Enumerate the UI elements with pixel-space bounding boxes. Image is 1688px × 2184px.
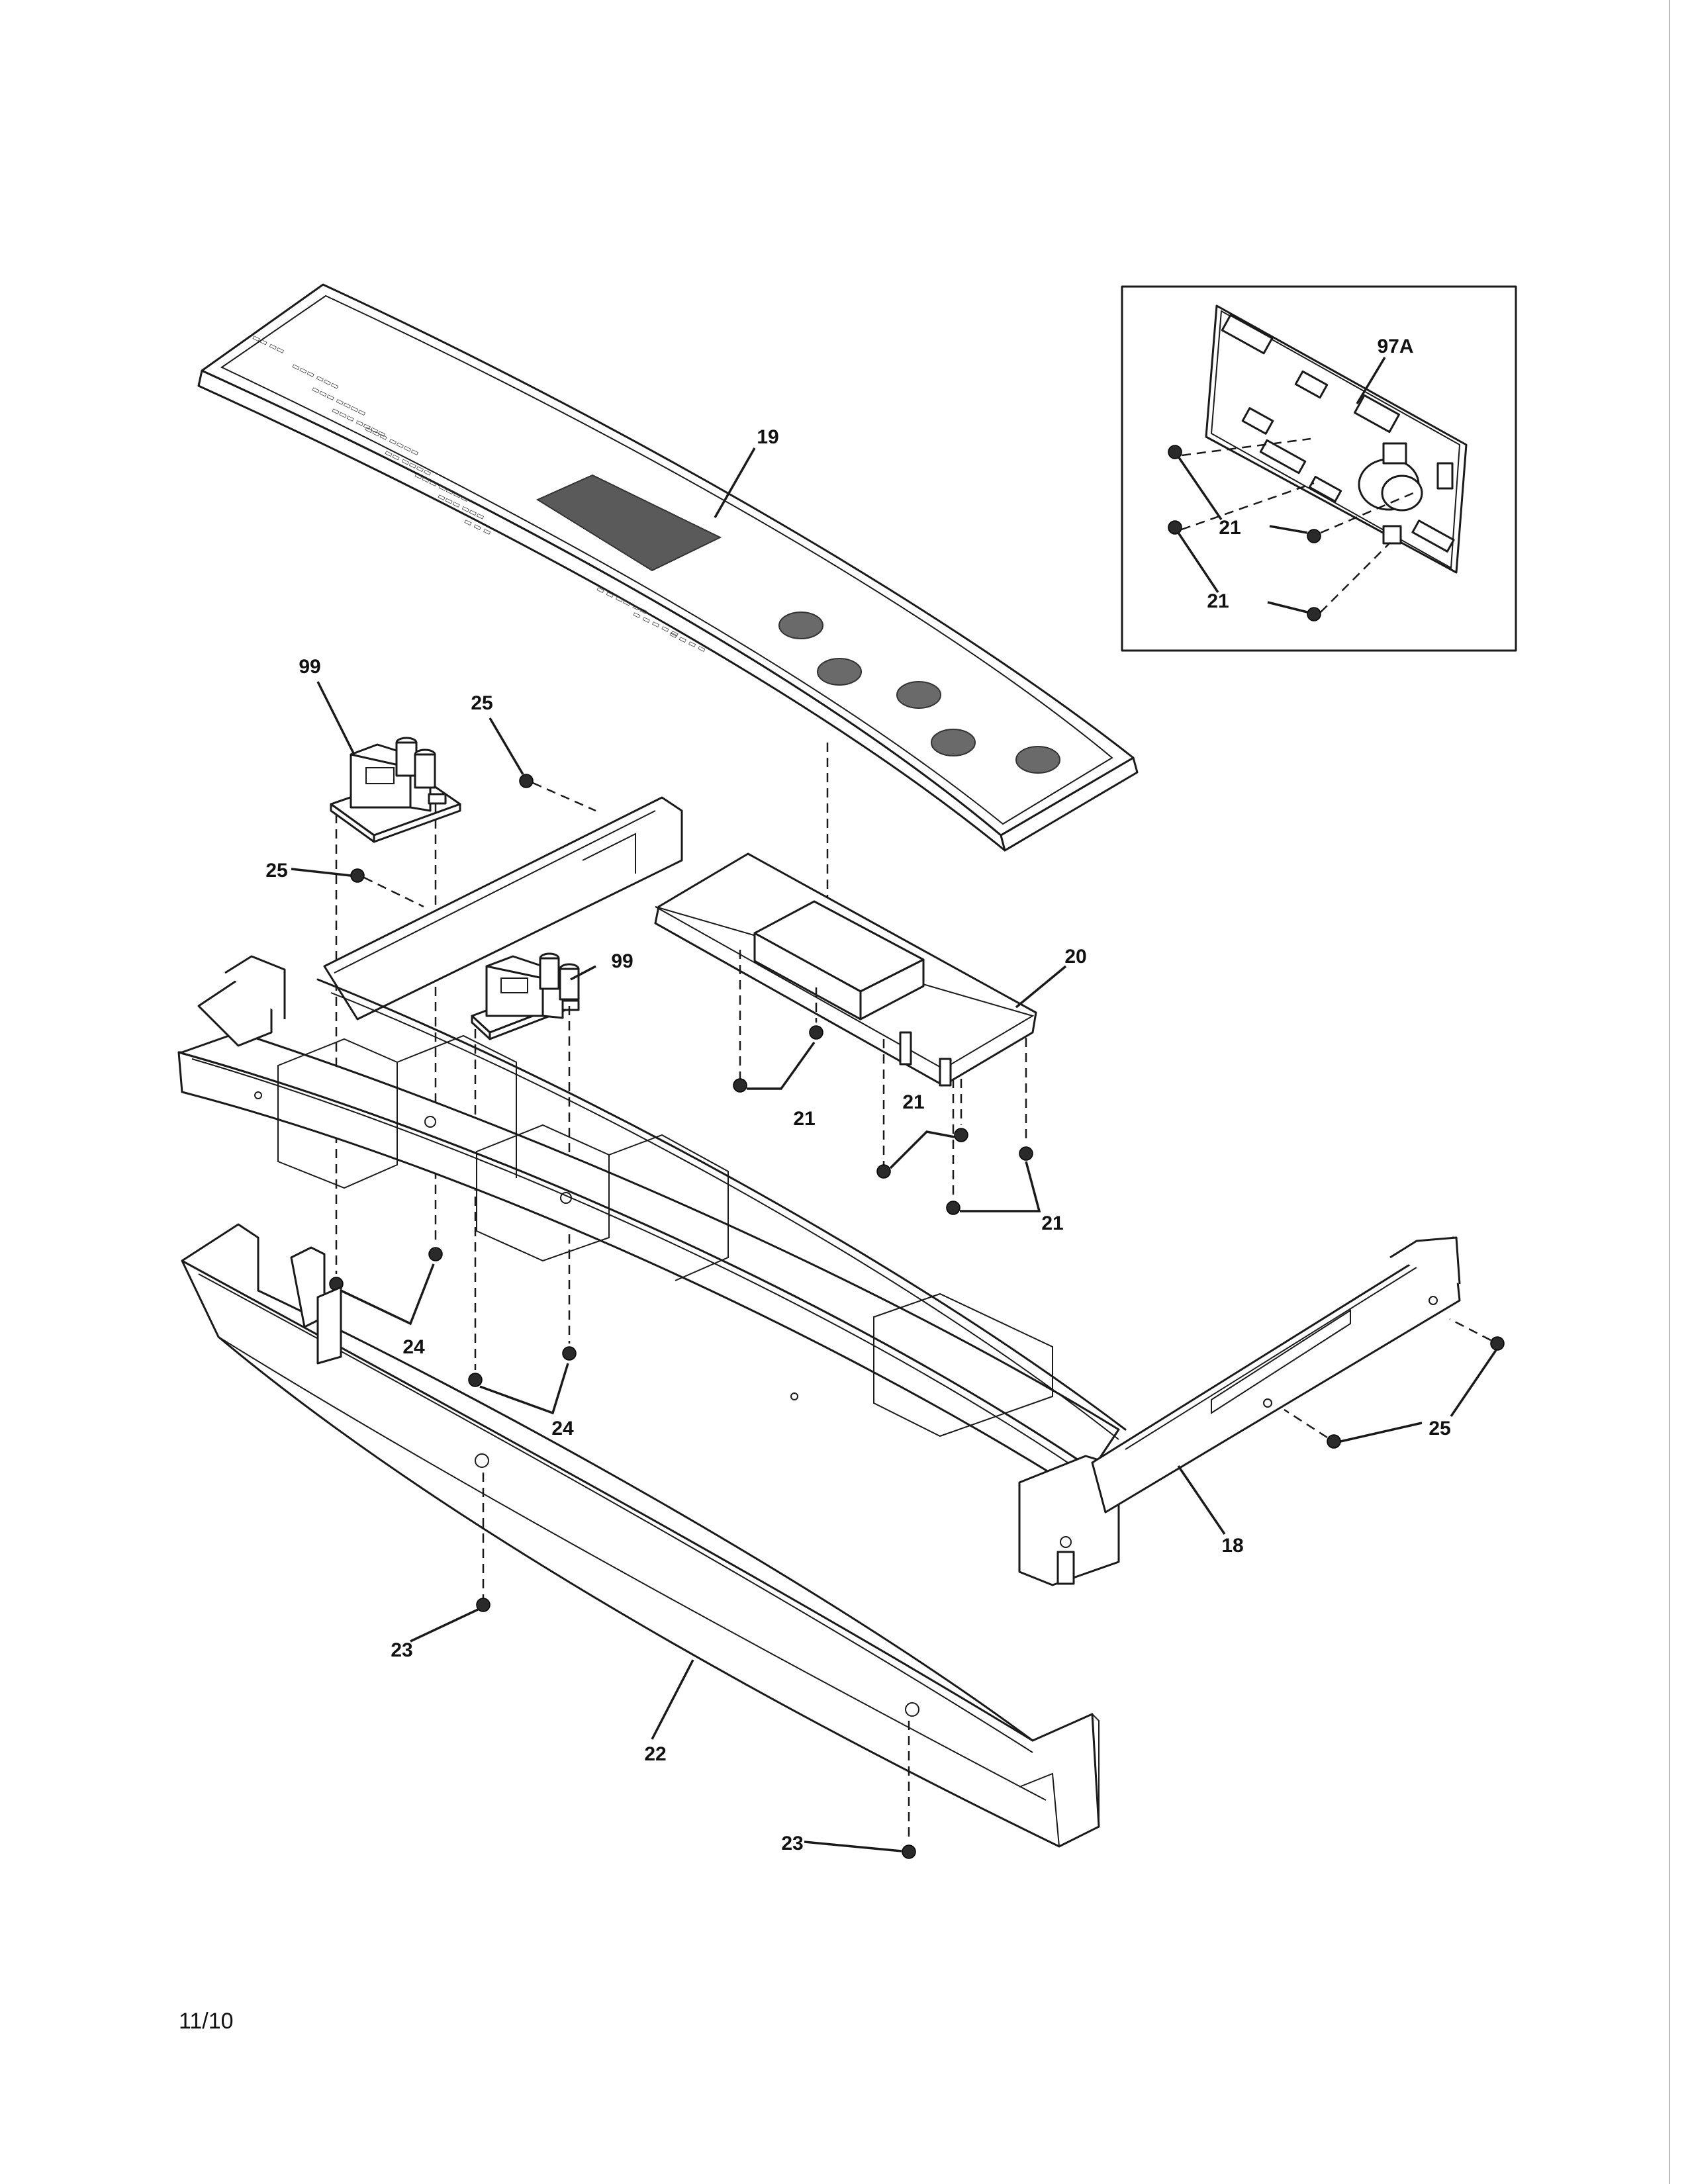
callout-21: 21	[902, 1091, 924, 1113]
screw-21	[1307, 607, 1321, 621]
display-window	[536, 474, 722, 572]
panel-button	[931, 729, 976, 756]
console-housing-18: 18	[177, 796, 1461, 1586]
callout-23: 23	[781, 1833, 803, 1854]
callout-24: 24	[551, 1418, 574, 1439]
callout-25: 25	[471, 692, 492, 714]
panel-button	[817, 658, 862, 686]
screws-25: 25 25 25	[265, 692, 1505, 1449]
callout-25: 25	[1429, 1418, 1450, 1439]
panel-button	[1015, 746, 1060, 774]
leader-19	[714, 447, 756, 518]
callout-21: 21	[1219, 517, 1241, 539]
callout-22: 22	[644, 1743, 666, 1765]
callout-25: 25	[265, 860, 287, 882]
panel-button	[778, 612, 823, 639]
screw-21	[1168, 520, 1182, 535]
screws-23: 23 23	[391, 1598, 916, 1859]
transformer-99-middle: 99	[471, 950, 633, 1370]
callout-20: 20	[1064, 946, 1086, 968]
board-screws-21: 21 21 21	[733, 1025, 1064, 1234]
callout-21: 21	[1207, 590, 1229, 612]
footer-date: 11/10	[179, 2009, 234, 2034]
callout-99: 99	[299, 656, 320, 678]
callout-21: 21	[793, 1108, 815, 1130]
callout-97A: 97A	[1377, 336, 1413, 357]
leader-97A	[1356, 357, 1386, 404]
screws-24: 24 24	[329, 1247, 577, 1439]
front-trim-22: 22	[181, 1223, 1100, 1848]
screw-21	[1307, 529, 1321, 543]
screw-21	[1168, 445, 1182, 459]
callout-19: 19	[757, 426, 778, 448]
callout-24: 24	[402, 1336, 425, 1358]
callout-18: 18	[1221, 1535, 1243, 1557]
callout-21: 21	[1041, 1212, 1063, 1234]
inset-box: 97A 21 21	[1121, 285, 1517, 652]
callout-23: 23	[391, 1639, 412, 1661]
control-board-20: 20	[654, 852, 1087, 1198]
inset-frame	[1121, 285, 1517, 652]
panel-button	[896, 681, 941, 709]
callout-99: 99	[611, 950, 633, 972]
